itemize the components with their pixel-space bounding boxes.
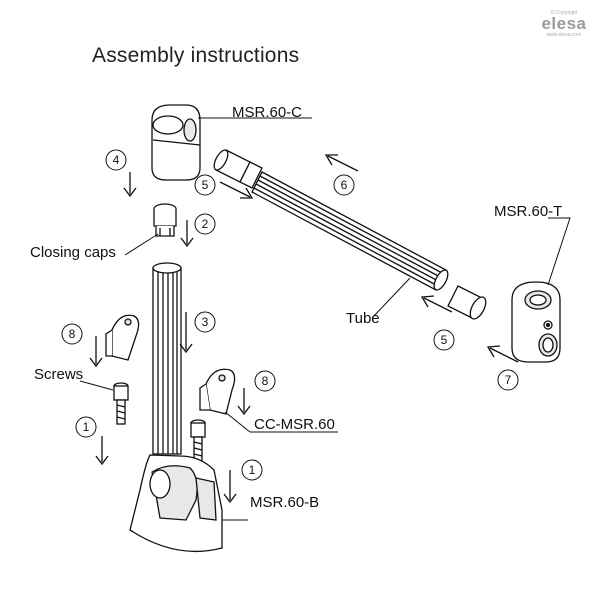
page-title: Assembly instructions: [92, 44, 300, 67]
label-msr60b: MSR.60-B: [250, 494, 320, 511]
label-msr60t: MSR.60-T: [494, 203, 563, 220]
step-circle-8-left: 8: [61, 323, 83, 345]
brand-logo: © Copyright elesa www.elesa.com: [536, 10, 592, 38]
label-cc-msr60: CC-MSR.60: [254, 416, 335, 433]
part-closing-cap-tube-right: [447, 285, 487, 320]
label-tube: Tube: [346, 310, 380, 327]
svg-text:4: 4: [113, 153, 120, 167]
step-circle-5-right: 5: [433, 329, 455, 351]
part-cover-right: [199, 368, 236, 415]
step-circle-4: 4: [105, 149, 127, 171]
step-4-arrow: [123, 172, 137, 198]
step-5-arrow-left: [219, 181, 254, 199]
label-closing-caps: Closing caps: [30, 244, 116, 261]
step-7-arrow: [486, 345, 519, 363]
part-screw-left: [113, 382, 129, 425]
step-5-arrow-right: [420, 295, 453, 313]
part-msr60b: [129, 454, 223, 553]
step-circle-7: 7: [497, 369, 519, 391]
svg-text:5: 5: [441, 333, 448, 347]
part-horizontal-tube: [251, 171, 449, 291]
step-circle-6: 6: [333, 174, 355, 196]
part-vertical-tube: [152, 262, 182, 455]
step-2-arrow: [180, 220, 194, 248]
svg-text:7: 7: [505, 373, 512, 387]
step-circle-1-left: 1: [75, 416, 97, 438]
step-circle-8-right: 8: [254, 370, 276, 392]
step-1-arrow-left: [95, 436, 109, 466]
svg-text:3: 3: [202, 315, 209, 329]
step-8-arrow-left: [89, 336, 103, 368]
step-8-arrow-right: [237, 388, 251, 416]
part-closing-cap-tube-left: [213, 149, 263, 189]
brand-name: elesa: [541, 14, 587, 33]
label-msr60c: MSR.60-C: [232, 104, 303, 121]
brand-url: www.elesa.com: [546, 32, 582, 38]
svg-text:8: 8: [69, 327, 76, 341]
svg-text:5: 5: [202, 178, 209, 192]
svg-text:1: 1: [249, 463, 256, 477]
part-msr60t: [511, 281, 561, 363]
part-closing-cap-top: [153, 203, 177, 237]
brand-copyright: © Copyright: [550, 10, 578, 16]
part-msr60c: [151, 104, 201, 181]
svg-text:6: 6: [341, 178, 348, 192]
part-cover-left: [105, 314, 140, 361]
step-circle-5-left: 5: [194, 174, 216, 196]
step-circle-1-right: 1: [241, 459, 263, 481]
step-circle-3: 3: [194, 311, 216, 333]
step-3-arrow: [179, 312, 193, 354]
step-circle-2: 2: [194, 213, 216, 235]
label-screws: Screws: [34, 366, 84, 383]
step-6-arrow: [324, 154, 359, 172]
part-screw-right: [190, 419, 206, 464]
svg-text:8: 8: [262, 374, 269, 388]
svg-text:2: 2: [202, 217, 209, 231]
step-1-arrow-right: [223, 470, 237, 504]
svg-text:1: 1: [83, 420, 90, 434]
